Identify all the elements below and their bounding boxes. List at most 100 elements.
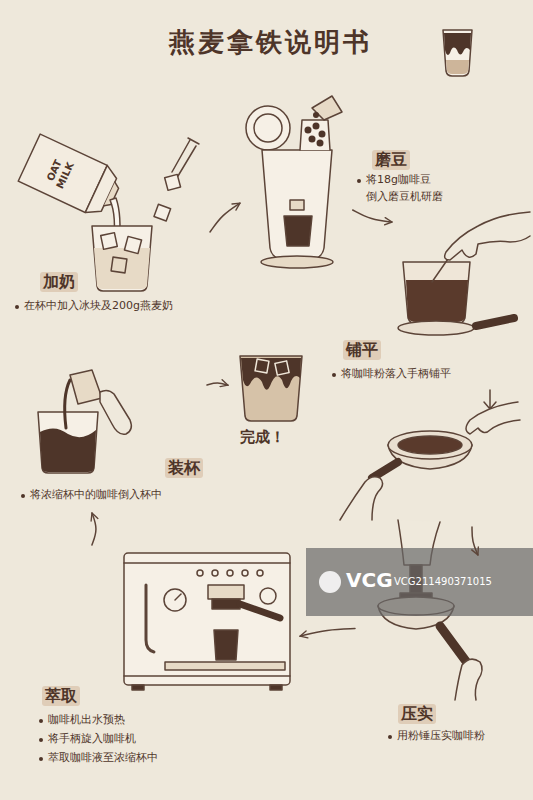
watermark-band [306, 548, 533, 616]
pouring-shot [38, 370, 131, 473]
step-panel: 萃取咖啡机出水预热将手柄旋入咖啡机萃取咖啡液至浓缩杯中 [28, 545, 300, 785]
step-panel: 磨豆将18g咖啡豆 倒入磨豆机研磨 [240, 95, 470, 210]
espresso-machine [257, 570, 263, 576]
espresso-machine [146, 585, 154, 652]
dosing-hand [398, 321, 474, 335]
coffee-grinder [254, 114, 282, 142]
espresso-machine [164, 589, 186, 611]
step-heading: 加奶 [40, 272, 78, 292]
finished-latte [255, 359, 269, 373]
step-heading: 磨豆 [372, 150, 410, 170]
coffee-grinder [313, 112, 319, 118]
dosing-hand [476, 318, 514, 326]
espresso-machine [260, 588, 276, 604]
bullet-dot [39, 757, 43, 761]
leveling-portafilter [466, 402, 520, 434]
flow-arrow [353, 210, 392, 222]
step-panel: 装杯将浓缩杯中的咖啡倒入杯中 [14, 365, 207, 513]
espresso-machine [197, 570, 203, 576]
leveling-portafilter [372, 462, 398, 478]
bullet-dot [39, 719, 43, 723]
coffee-grinder [290, 200, 304, 210]
espresso-machine [124, 553, 290, 690]
coffee-grinder [309, 136, 316, 143]
leveling-portafilter [398, 436, 462, 454]
finished-latte [240, 356, 302, 421]
espresso-machine [124, 675, 290, 677]
milk-glass [172, 140, 190, 172]
leveling-portafilter [340, 402, 520, 520]
leveling-portafilter [340, 477, 383, 520]
watermark-band [319, 571, 341, 593]
milk-glass [92, 226, 152, 291]
bullet-dot [21, 494, 25, 498]
espresso-machine [214, 630, 238, 660]
dosing-hand [484, 390, 496, 409]
step-panel: 铺平将咖啡粉落入手柄铺平 [325, 222, 525, 527]
milk-glass [188, 138, 199, 144]
pouring-shot [38, 412, 98, 473]
espresso-machine [175, 594, 181, 600]
bullet-dot [39, 738, 43, 742]
coffee-grinder [300, 120, 330, 150]
step-note: 将手柄旋入咖啡机 [48, 731, 136, 748]
tamping-hand [440, 626, 468, 664]
milk-glass [165, 174, 181, 190]
bullet-dot [357, 179, 361, 183]
watermark-text: VCG211490371015 [394, 576, 492, 588]
dosing-hand [406, 280, 468, 322]
milk-glass [178, 146, 196, 176]
step-heading: 装杯 [165, 458, 203, 478]
coffee-grinder [262, 150, 332, 262]
milk-glass [124, 236, 141, 253]
flow-arrow [472, 527, 478, 555]
milk-glass [92, 138, 199, 291]
espresso-machine [212, 570, 218, 576]
dosing-hand [403, 262, 470, 324]
espresso-machine [132, 685, 144, 690]
coffee-grinder [246, 106, 290, 150]
finished-latte [240, 356, 302, 421]
dosing-hand [445, 212, 530, 260]
milk-glass [111, 257, 127, 273]
watermark-text: VCG [346, 568, 393, 592]
coffee-grinder [261, 256, 333, 268]
oat-milk-carton [18, 134, 125, 221]
step-heading: 压实 [398, 704, 436, 724]
illustration [18, 30, 533, 700]
coffee-grinder [312, 96, 342, 120]
latte-icon [446, 60, 469, 74]
flow-arrow [207, 383, 228, 385]
step-note: 在杯中加入冰块及200g燕麦奶 [24, 298, 173, 315]
coffee-grinder [284, 216, 312, 246]
espresso-machine [242, 570, 248, 576]
step-panel: 加奶在杯中加入冰块及200g燕麦奶 [12, 120, 210, 320]
step-note: 萃取咖啡液至浓缩杯中 [48, 750, 158, 767]
leveling-portafilter [388, 431, 472, 459]
step-note: 将18g咖啡豆 倒入磨豆机研磨 [366, 172, 466, 205]
page-title: 燕麦拿铁说明书 [120, 26, 420, 60]
flow-arrow [92, 513, 96, 545]
pouring-shot [100, 390, 131, 434]
latte-icon [443, 30, 472, 76]
pouring-shot [65, 380, 70, 428]
espresso-machine [124, 562, 290, 564]
espresso-machine [270, 685, 282, 690]
espresso-machine [227, 570, 233, 576]
coffee-grinder [319, 131, 326, 138]
espresso-machine [212, 599, 240, 609]
step-heading: 铺平 [343, 340, 381, 360]
tamping-hand [455, 659, 482, 700]
step-note: 将浓缩杯中的咖啡倒入杯中 [30, 487, 162, 504]
coffee-grinder [313, 123, 320, 130]
bullet-dot [332, 373, 336, 377]
flow-arrow [210, 203, 240, 232]
bullet-dot [15, 305, 19, 309]
watermark-band [306, 548, 533, 616]
bullet-dot [388, 735, 392, 739]
flow-arrow [300, 629, 355, 637]
espresso-machine [208, 585, 244, 599]
